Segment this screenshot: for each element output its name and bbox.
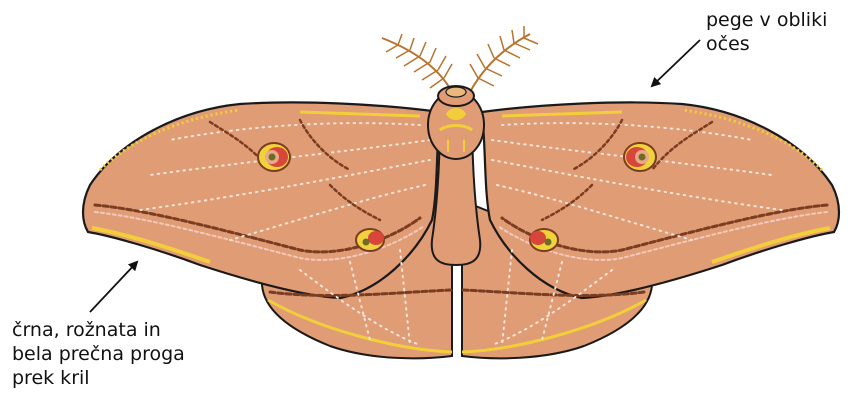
eyespot-hindwing-left — [356, 229, 384, 251]
forewing-right — [482, 102, 839, 298]
eyespot-forewing-right — [624, 143, 656, 171]
arrow-icon — [652, 40, 700, 86]
forewing-left — [83, 102, 440, 298]
eyespots-label-line1: pege v obliki — [706, 8, 827, 32]
stripe-label: črna, rožnata in bela prečna proga prek … — [12, 318, 185, 390]
stripe-label-line3: prek kril — [12, 366, 185, 390]
stripe-label-line1: črna, rožnata in — [12, 318, 185, 342]
eyespots-label-line2: očes — [706, 32, 827, 56]
stripe-label-line2: bela prečna proga — [12, 342, 185, 366]
eyespots-label: pege v obliki očes — [706, 8, 827, 56]
eyespot-forewing-left — [258, 143, 290, 171]
antenna-left — [382, 34, 452, 92]
eyespot-hindwing-right — [530, 229, 558, 251]
antenna-right — [470, 26, 538, 92]
arrow-icon — [90, 262, 137, 312]
